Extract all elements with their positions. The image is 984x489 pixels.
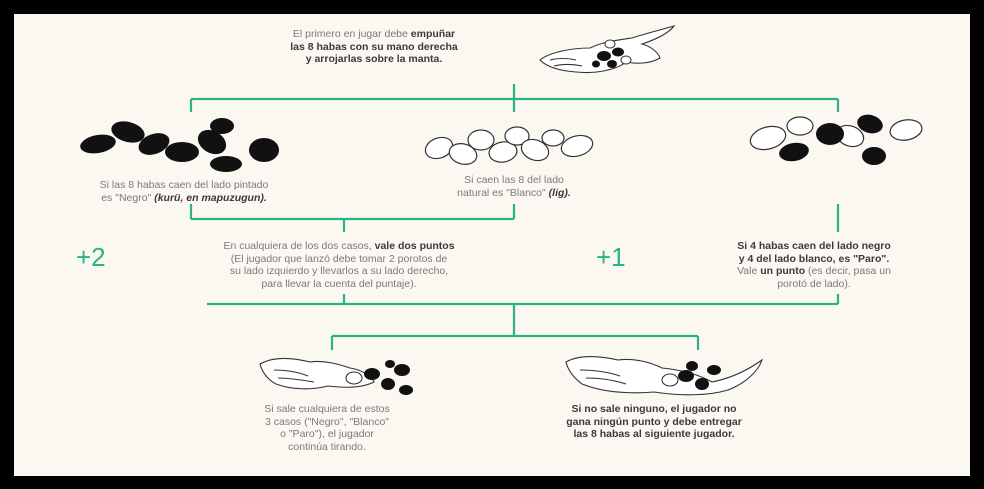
continue-text: Si sale cualquiera de estos 3 casos ("Ne… <box>222 403 432 453</box>
score-plus-two: +2 <box>76 242 106 273</box>
throwing-hand-illustration <box>532 18 682 80</box>
score-plus-one: +1 <box>596 242 626 273</box>
infographic-panel: El primero en jugar debe empuñar las 8 h… <box>14 14 970 476</box>
hand-beans-right-illustration <box>562 344 772 406</box>
case-black-text: Si las 8 habas caen del lado pintado es … <box>34 179 334 204</box>
case-mixed-text: Si 4 habas caen del lado negro y 4 del l… <box>664 240 964 290</box>
white-beans-illustration <box>419 122 599 172</box>
mixed-beans-illustration <box>740 112 930 172</box>
intro-text: El primero en jugar debe empuñar las 8 h… <box>219 28 529 66</box>
two-points-text: En cualquiera de los dos casos, vale dos… <box>139 240 539 290</box>
pass-turn-text: Si no sale ninguno, el jugador no gana n… <box>504 403 804 441</box>
black-beans-illustration <box>76 114 306 174</box>
hand-beans-left-illustration <box>254 348 434 403</box>
case-white-text: Si caen las 8 del lado natural es "Blanc… <box>389 174 639 199</box>
